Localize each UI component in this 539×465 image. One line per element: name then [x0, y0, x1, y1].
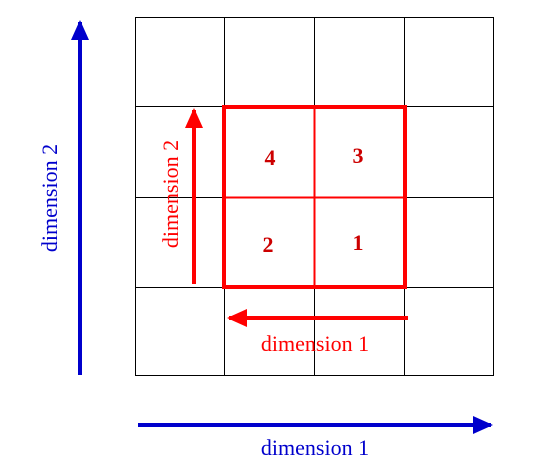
cell-label-4: 4	[265, 145, 276, 170]
inner-grid	[222, 105, 407, 289]
inner-vertical-axis-label: dimension 2	[158, 140, 183, 248]
outer-horizontal-axis-label: dimension 1	[261, 435, 369, 460]
cell-label-2: 2	[263, 232, 274, 257]
inner-horizontal-axis-label: dimension 1	[261, 331, 369, 356]
cell-label-1: 1	[353, 230, 364, 255]
cell-label-3: 3	[353, 143, 364, 168]
outer-vertical-axis-label: dimension 2	[37, 144, 62, 252]
